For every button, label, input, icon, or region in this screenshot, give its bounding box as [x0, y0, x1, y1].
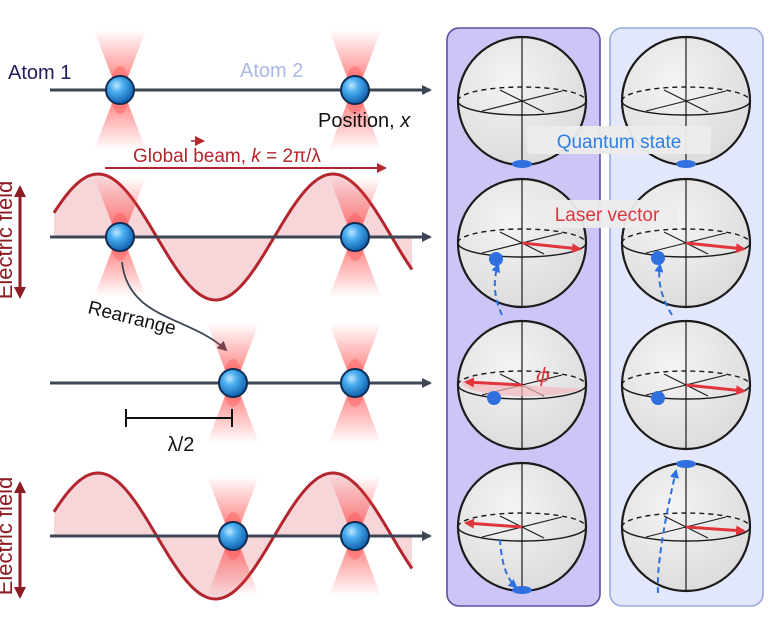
- quantum-state-marker: [512, 160, 532, 168]
- bloch-sphere-icon: [620, 35, 752, 168]
- atom-1-label: Atom 1: [8, 62, 71, 84]
- quantum-state-marker: [651, 251, 665, 265]
- atom-icon: [218, 521, 248, 551]
- quantum-state-marker: [489, 252, 503, 266]
- panel-atom-2: [609, 27, 764, 607]
- bloch-sphere-icon: [456, 461, 588, 594]
- atom-icon: [340, 521, 370, 551]
- rearrange-arrow: [121, 261, 228, 352]
- global-beam-label: Global beam, k = 2π/λ: [133, 146, 321, 167]
- phase-label: ϕ: [536, 363, 550, 387]
- bloch-sphere-icon: [456, 319, 588, 451]
- panel-atom-1: [446, 27, 601, 607]
- rearrange-label: Rearrange: [86, 297, 178, 339]
- bloch-sphere-icon: [620, 319, 752, 451]
- half-wavelength-bracket: [125, 409, 233, 427]
- bloch-sphere-icon: [620, 177, 752, 316]
- atom-icon: [340, 222, 370, 252]
- quantum-state-marker: [651, 391, 665, 405]
- electric-field-label: Electric field: [0, 181, 17, 300]
- quantum-state-marker: [676, 160, 696, 168]
- atom-icon: [105, 222, 135, 252]
- bloch-sphere-icon: [620, 460, 752, 594]
- atom-2-label: Atom 2: [240, 60, 303, 82]
- half-wavelength-label: λ/2: [168, 434, 195, 456]
- electric-field-label: Electric field: [0, 477, 17, 596]
- atom-icon: [340, 75, 370, 105]
- laser-vector-label: Laser vector: [555, 205, 660, 226]
- atom-icon: [340, 368, 370, 398]
- bloch-sphere-icon: [456, 177, 588, 316]
- position-label: Position, x: [318, 110, 411, 132]
- atom-icon: [218, 368, 248, 398]
- quantum-state-marker: [512, 586, 532, 594]
- quantum-state-label: Quantum state: [557, 132, 682, 153]
- quantum-state-marker: [487, 391, 501, 405]
- bloch-sphere-icon: [456, 35, 588, 168]
- quantum-state-marker: [676, 460, 696, 468]
- atom-icon: [105, 75, 135, 105]
